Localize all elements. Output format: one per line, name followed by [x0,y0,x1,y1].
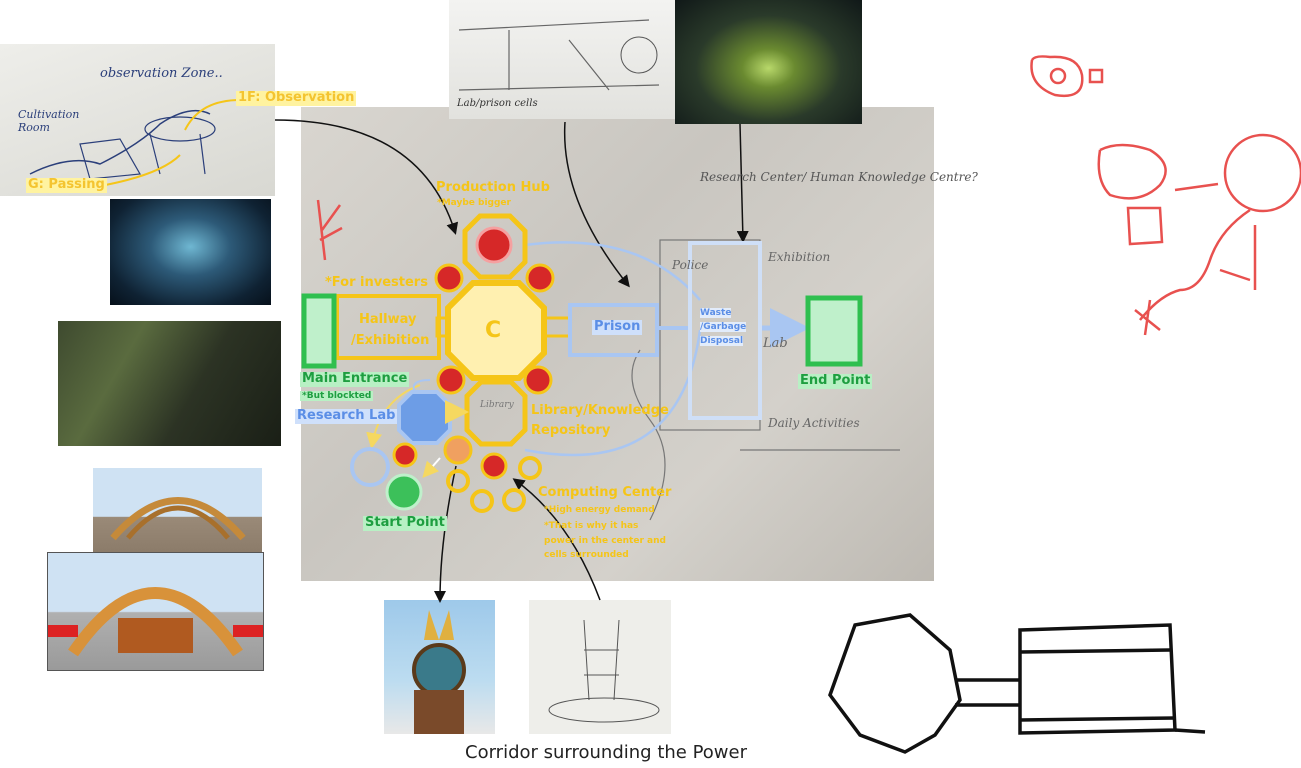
garbage-label: /Garbage [700,322,747,333]
observation-label: 1F: Observation [236,90,357,106]
overgrown-stairs-photo [58,321,281,446]
tunnel-photo [675,0,862,124]
computing-note-1: *High energy demand [544,505,655,515]
handwritten-research-center: Research Center/ Human Knowledge Centre? [700,170,978,184]
repository-label: Repository [531,423,611,438]
power-tower-render [384,600,495,734]
start-point-label: Start Point [363,515,447,531]
power-tower-sketch [529,600,671,734]
waste-label: Waste [700,308,732,319]
disposal-label: Disposal [700,336,744,347]
computing-center-label: Computing Center [538,485,672,500]
for-investers-label: *For investers [325,275,428,290]
board-caption: Corridor surrounding the Power [465,742,747,763]
handwritten-exhibition: Exhibition [768,250,831,264]
arch-screenshot-large [47,552,264,671]
production-hub-label: Production Hub [436,180,550,195]
observation-sketch-photo: observation Zone.. Cultivation Room [0,44,275,196]
red-cells [392,263,555,480]
library-label: Library/Knowledge [531,403,669,418]
main-entrance-note: *But blockted [300,391,374,402]
hallway-label: Hallway [359,312,417,327]
production-hub-note: *Maybe bigger [437,198,511,208]
lab-prison-sketch-photo: Lab/prison cells [449,0,677,119]
handwritten-police: Police [672,258,709,272]
end-point-label: End Point [798,373,873,389]
observation-zone-note: observation Zone.. [100,66,223,81]
computing-note-3: power in the center and [544,536,666,546]
handwritten-lab: Lab [763,336,788,351]
exhibition-label: /Exhibition [351,333,430,348]
cultivation-room-note: Cultivation Room [18,108,80,134]
handwritten-library: Library [480,400,514,410]
research-lab-label: Research Lab [295,408,398,424]
scifi-hall-photo [110,199,271,305]
black-hexagon-sketch [828,613,1206,754]
computing-cells [446,456,542,513]
lab-prison-cells-note: Lab/prison cells [457,98,538,109]
main-entrance-label: Main Entrance [300,371,410,387]
computing-note-4: cells surrounded [544,550,629,560]
red-doodles [1030,55,1301,336]
prison-label: Prison [592,319,643,335]
handwritten-daily-activities: Daily Activities [768,416,860,430]
arch-screenshot-small [93,468,262,556]
passing-label: G: Passing [26,177,107,193]
computing-note-2: *That is why it has [544,521,639,531]
core-label: C [485,318,502,343]
